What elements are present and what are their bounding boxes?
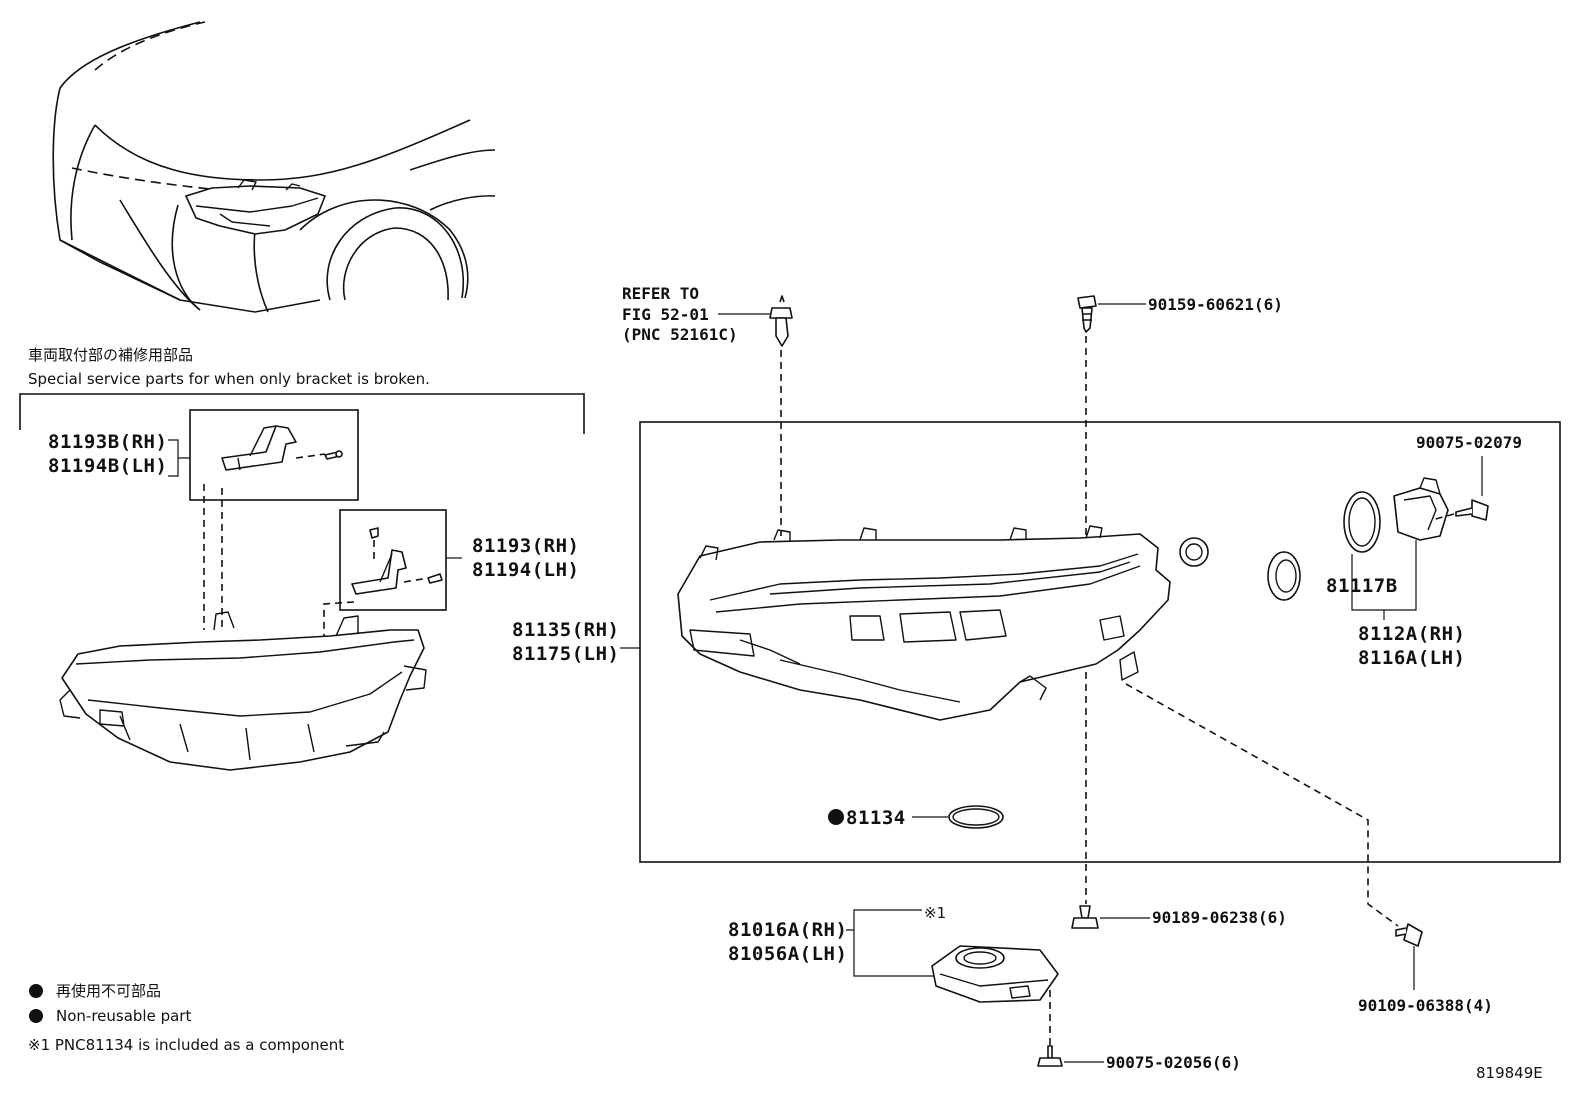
bracket-b-leader (168, 439, 190, 477)
bracket-group-bracket (19, 393, 585, 434)
bracket-note-en: Special service parts for when only brac… (28, 370, 430, 388)
clip-fastener (769, 295, 793, 347)
part-label-81193b: 81193B(RH) (48, 431, 167, 453)
legend-text-en: Non-reusable part (56, 1007, 191, 1025)
bolt-90159 (1077, 295, 1097, 333)
headlamp-small (59, 611, 427, 771)
ballast-leader (846, 909, 934, 977)
part-label-90189: 90189-06238(6) (1152, 908, 1287, 927)
gasket-inner (952, 808, 1000, 826)
bracket-b-box (189, 409, 359, 501)
bolt-90189 (1071, 905, 1099, 929)
legend-mark-jp (29, 984, 43, 998)
headlamp-main (677, 525, 1171, 721)
bulb-socket (1393, 477, 1449, 541)
screw-90109-guide (1125, 683, 1399, 927)
assembly-box (639, 421, 1561, 863)
gasket-81134 (948, 805, 1004, 829)
part-label-81194b: 81194B(LH) (48, 455, 167, 477)
part-label-81056a: 81056A(LH) (728, 943, 847, 965)
bracket-a-part (351, 527, 443, 595)
bracket-note-jp: 車両取付部の補修用部品 (28, 346, 193, 364)
legend-text-jp: 再使用不可部品 (56, 982, 161, 1000)
part-label-81175: 81175(LH) (512, 643, 619, 665)
ref-mark-1: ※1 (924, 904, 946, 922)
refer-line1: REFER TO (622, 284, 699, 303)
bracket-b-part (221, 425, 343, 471)
o-ring-81117b (1343, 491, 1381, 553)
ballast-module (931, 945, 1059, 1003)
part-label-81134: 81134 (846, 807, 906, 829)
bracket-a-box (339, 509, 447, 611)
legend-footnote: ※1 PNC81134 is included as a component (28, 1036, 344, 1054)
part-label-81194: 81194(LH) (472, 559, 579, 581)
rear-cap (1267, 551, 1301, 601)
screw-90075-02079-guide (1431, 513, 1455, 521)
part-label-81117b: 81117B (1326, 575, 1398, 597)
part-label-90109: 90109-06388(4) (1358, 996, 1493, 1015)
legend-mark-en (29, 1009, 43, 1023)
screw-90109 (1395, 923, 1423, 947)
figure-id: 819849E (1476, 1064, 1543, 1082)
part-label-81016a: 81016A(RH) (728, 919, 847, 941)
non-reusable-mark (828, 809, 844, 825)
part-label-90075-02079: 90075-02079 (1416, 433, 1522, 452)
part-label-8112a: 8112A(RH) (1358, 623, 1465, 645)
bracket-a-guide (323, 601, 355, 640)
part-label-81193: 81193(RH) (472, 535, 579, 557)
refer-line3: (PNC 52161C) (622, 325, 738, 344)
adjuster-cap (1179, 537, 1209, 567)
car-front-overview (52, 21, 496, 313)
refer-line2: FIG 52-01 (622, 305, 709, 324)
part-label-8116a: 8116A(LH) (1358, 647, 1465, 669)
part-label-81135: 81135(RH) (512, 619, 619, 641)
part-label-90075-02056: 90075-02056(6) (1106, 1053, 1241, 1072)
part-label-90159: 90159-60621(6) (1148, 295, 1283, 314)
screw-90075-02079 (1455, 499, 1489, 521)
screw-90075-02056 (1037, 1045, 1063, 1067)
